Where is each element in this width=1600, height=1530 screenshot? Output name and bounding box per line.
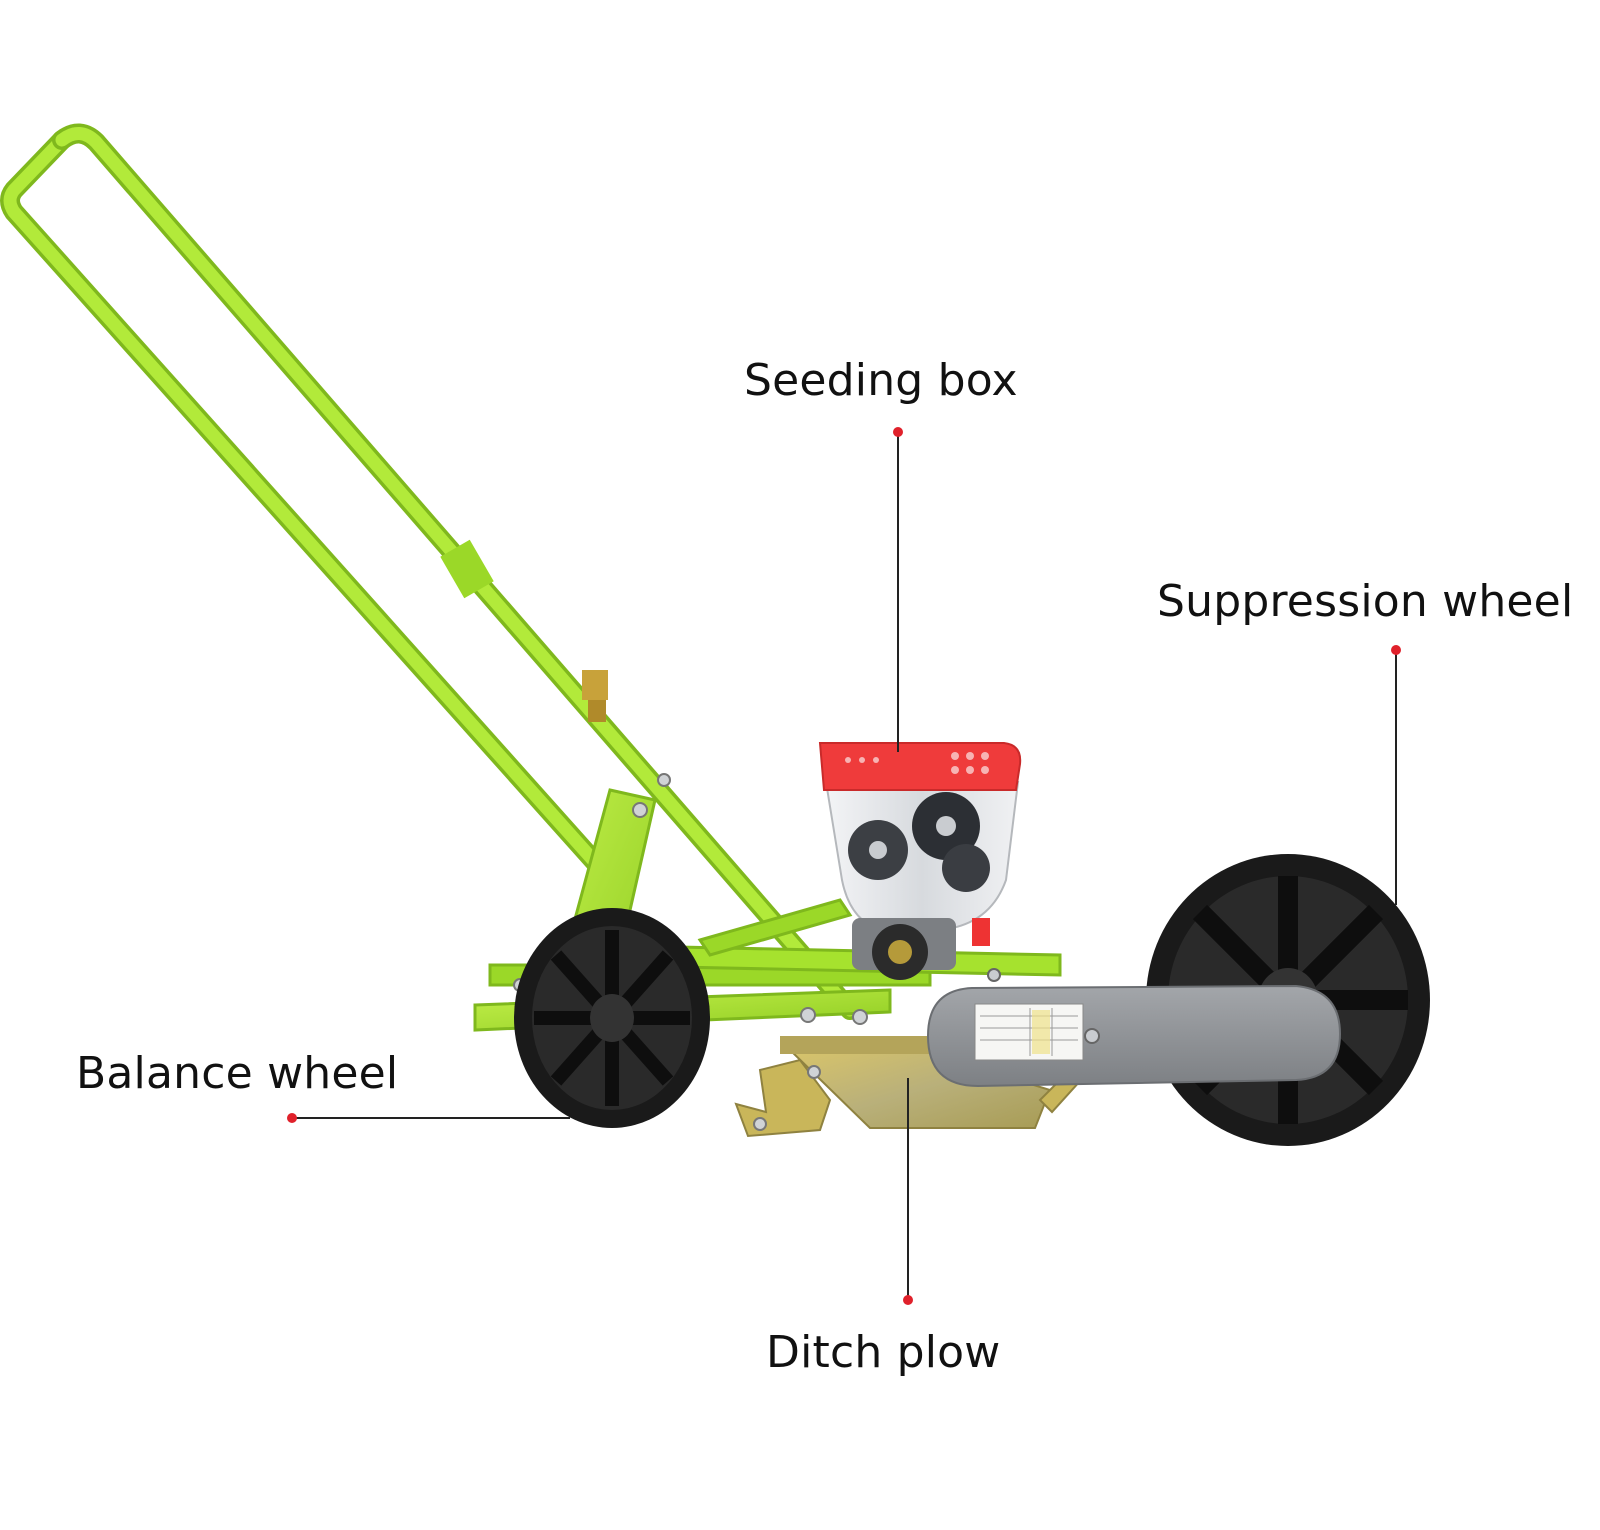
balance-wheel <box>514 908 710 1128</box>
chain-cover-plate <box>926 968 1342 1088</box>
balance-wheel-label: Balance wheel <box>76 1048 399 1099</box>
handle <box>0 123 860 1020</box>
seeding-box-label: Seeding box <box>744 355 1018 406</box>
seeding-box <box>818 742 1022 980</box>
leader-lines <box>287 427 1401 1305</box>
suppression-wheel-label: Suppression wheel <box>1157 576 1574 627</box>
ditch-plow-label: Ditch plow <box>766 1327 1001 1378</box>
